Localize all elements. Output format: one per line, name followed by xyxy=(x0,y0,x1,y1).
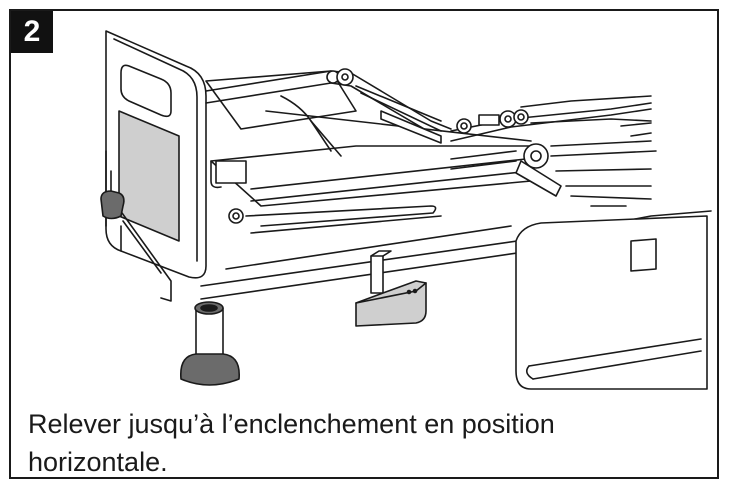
step-number-badge: 2 xyxy=(11,11,53,53)
instruction-card: 2 Relever jusqu’à l’enclenchement en pos… xyxy=(9,9,719,479)
leg-section xyxy=(550,122,657,207)
hinge-arms xyxy=(205,68,652,197)
instruction-text: Relever jusqu’à l’enclenchement en posit… xyxy=(28,409,555,477)
foot-rear-left xyxy=(100,190,125,220)
headboard xyxy=(105,30,207,279)
bed-illustration xyxy=(100,30,712,390)
pedal xyxy=(355,250,427,327)
side-panel-right xyxy=(515,215,708,390)
foot-front-left xyxy=(179,301,240,386)
